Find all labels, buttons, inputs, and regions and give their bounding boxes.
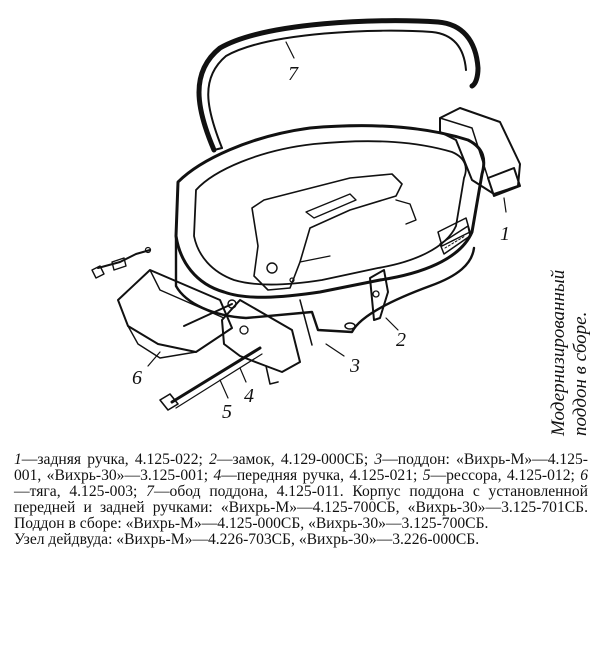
callout-4: 4 bbox=[244, 385, 254, 407]
legend-tail: Корпус поддона с установленной передней … bbox=[14, 483, 588, 532]
spring-part bbox=[159, 299, 263, 411]
legend-paragraph: 1—задняя ручка, 4.125-022; 2—замок, 4.12… bbox=[14, 452, 588, 532]
callout-leader-7 bbox=[285, 41, 295, 59]
legend-text-3: —поддон: «Вихрь-М»—4.125-001, «Вихрь-30»… bbox=[14, 451, 588, 484]
pan-body-part bbox=[174, 124, 486, 346]
callout-3: 3 bbox=[349, 355, 360, 377]
figure-caption-line-2: поддон в сборе. bbox=[570, 312, 591, 436]
lock-part bbox=[369, 269, 389, 321]
pan-assembly-illustration: 7 1 2 3 4 5 6 bbox=[91, 18, 521, 423]
parts-legend: 1—задняя ручка, 4.125-022; 2—замок, 4.12… bbox=[14, 452, 588, 548]
callout-2: 2 bbox=[396, 329, 406, 351]
callout-leader-2 bbox=[385, 317, 399, 331]
callout-7: 7 bbox=[288, 63, 299, 85]
legend-text-2: —замок, 4.129-000СБ; bbox=[216, 451, 375, 468]
throttle-cable-part bbox=[91, 246, 152, 279]
link-rod-part bbox=[117, 269, 233, 359]
legend-num-1: 1 bbox=[14, 451, 22, 468]
legend-num-6: 6 bbox=[580, 467, 588, 484]
callout-5: 5 bbox=[222, 401, 232, 423]
figure-caption-line-1: Модернизированный bbox=[548, 269, 569, 437]
callout-6: 6 bbox=[132, 367, 142, 389]
pan-rim-part bbox=[196, 18, 481, 153]
inner-plate bbox=[251, 173, 417, 291]
legend-text-5: —рессора, 4.125-012; bbox=[430, 467, 581, 484]
legend-num-5: 5 bbox=[422, 467, 431, 484]
front-handle-part bbox=[221, 299, 301, 385]
rear-handle-part bbox=[437, 107, 521, 247]
callout-leader-4 bbox=[239, 367, 247, 383]
legend-text-1: —задняя ручка, 4.125-022; bbox=[21, 451, 210, 468]
callout-leader-5 bbox=[219, 379, 229, 399]
legend-assembly-note: Узел дейдвуда: «Вихрь-М»—4.226-703СБ, «В… bbox=[14, 531, 480, 548]
callout-1: 1 bbox=[500, 223, 510, 245]
legend-num-7: 7 bbox=[146, 483, 154, 500]
legend-num-4: 4 bbox=[213, 467, 222, 484]
legend-num-3: 3 bbox=[374, 451, 383, 468]
figure-caption: Модернизированный поддон в сборе. bbox=[540, 150, 600, 440]
callout-leader-6 bbox=[147, 351, 161, 367]
legend-text-6: —тяга, 4.125-003; bbox=[14, 483, 147, 500]
legend-text-4: —передняя ручка, 4.125-021; bbox=[221, 467, 423, 484]
callout-leader-3 bbox=[325, 343, 345, 357]
callout-leader-1 bbox=[503, 197, 507, 213]
legend-num-2: 2 bbox=[209, 451, 217, 468]
legend-text-7: —обод поддона, 4.125-011. bbox=[153, 483, 353, 500]
